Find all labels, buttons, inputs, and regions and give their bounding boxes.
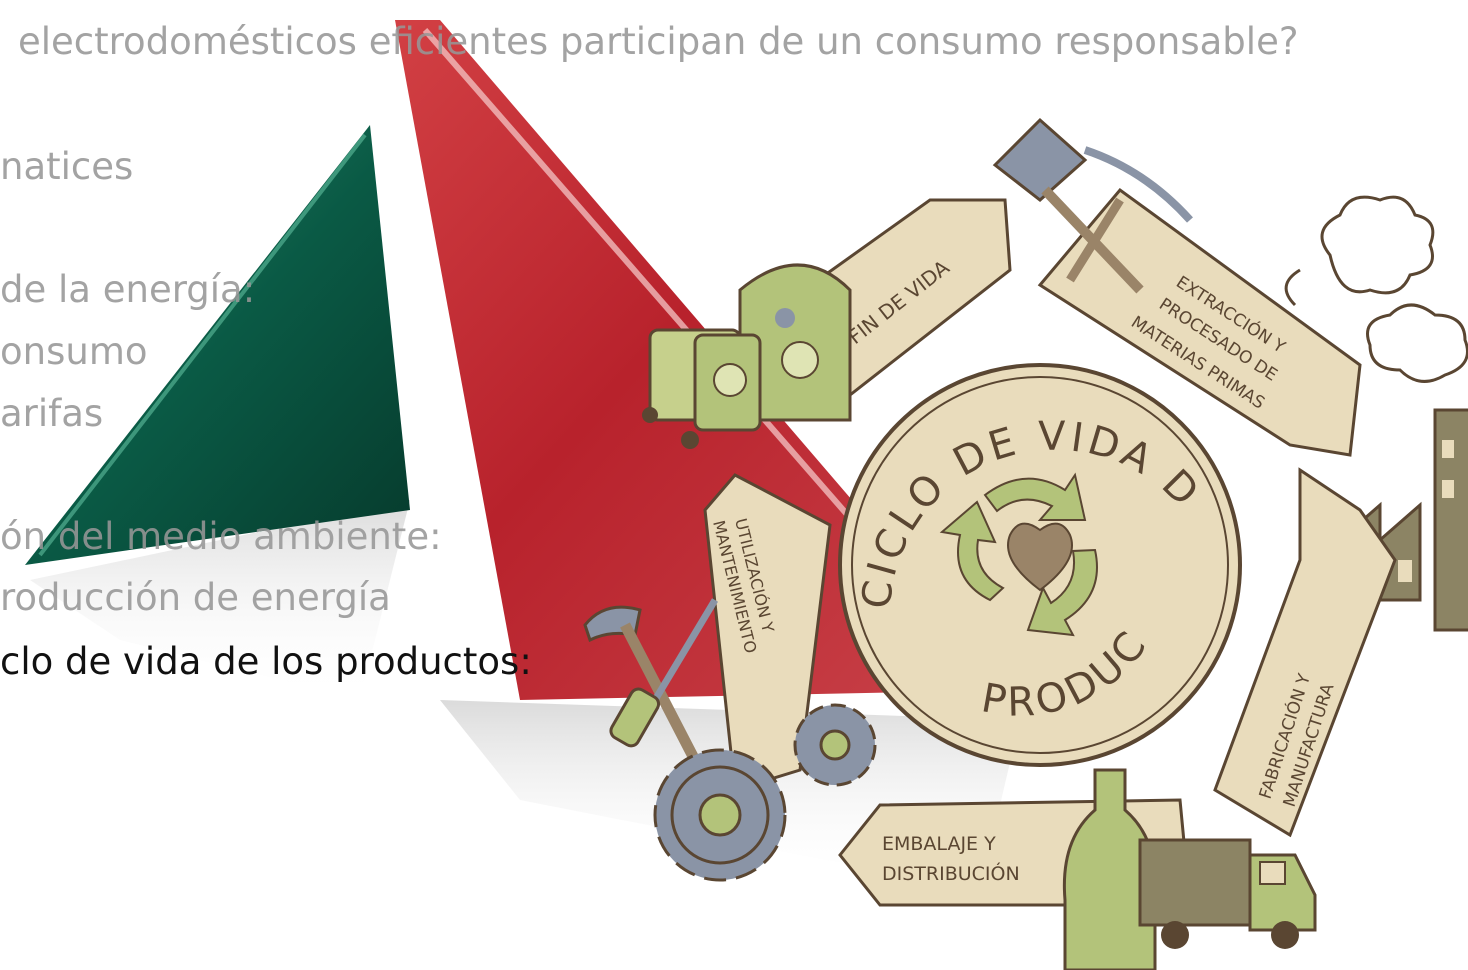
screwdriver-icon xyxy=(609,598,719,748)
bottle-icon xyxy=(1062,768,1158,970)
stage-tag-fabricacion: FABRICACIÓN Y MANUFACTURA xyxy=(1213,467,1397,838)
green-triangle xyxy=(25,125,410,565)
bullet-line: arifas xyxy=(0,392,104,435)
truck-icon xyxy=(1138,838,1317,949)
bullet-line: natices xyxy=(0,145,134,188)
green-triangle-reflection xyxy=(30,500,410,700)
pickaxe-icon xyxy=(1066,146,1193,283)
slide-heading: electrodomésticos eficientes participan … xyxy=(18,20,1299,63)
bullet-line: de la energía: xyxy=(0,268,256,311)
stage-label-embalaje: EMBALAJE Y xyxy=(882,833,996,855)
recycle-icon xyxy=(939,472,1098,637)
bullet-line-active: clo de vida de los productos: xyxy=(0,640,532,683)
central-stamp: CICLO DE VIDA DEL PRODUCTO xyxy=(0,0,1242,767)
recycling-bin-icon xyxy=(642,263,852,449)
stage-tag-extraccion: EXTRACCIÓN Y PROCESADO DE MATERIAS PRIMA… xyxy=(1037,187,1362,457)
bullet-line: roducción de energía xyxy=(0,576,391,619)
hammer-icon xyxy=(583,605,705,773)
stage-label-distribucion: DISTRIBUCIÓN xyxy=(882,861,1020,885)
bullet-line: onsumo xyxy=(0,330,148,373)
gear-icon xyxy=(653,703,877,882)
cloud-icon xyxy=(1284,195,1468,383)
heart-icon xyxy=(1007,522,1073,592)
stage-tag-utilizacion: UTILIZACIÓN Y MANTENIMIENTO xyxy=(703,473,832,792)
bullet-line: ón del medio ambiente: xyxy=(0,515,442,558)
